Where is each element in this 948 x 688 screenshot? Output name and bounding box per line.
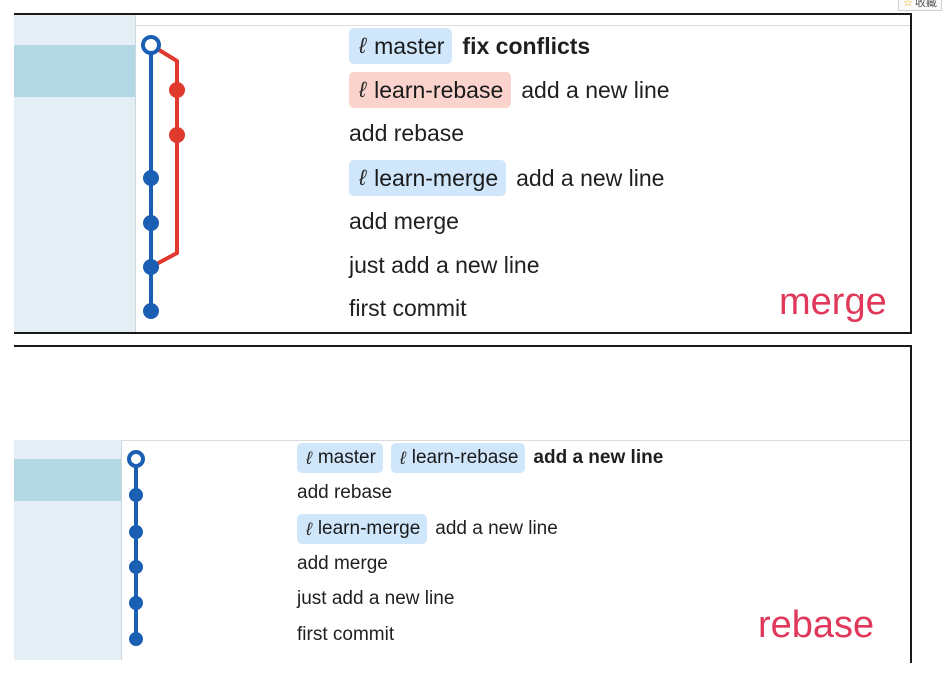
head-commit-node — [141, 35, 161, 55]
commit-row[interactable]: first commit — [349, 290, 467, 326]
sidebar — [14, 15, 136, 332]
commit-graph — [141, 35, 185, 319]
branch-tag[interactable]: ℓ learn-rebase — [349, 72, 512, 108]
branch-tag-label: learn-merge — [374, 164, 499, 191]
commit-message: add a new line — [516, 164, 665, 191]
rebase-caption: rebase — [758, 604, 875, 646]
commit-node — [169, 127, 185, 143]
commit-row[interactable]: just add a new line — [349, 247, 540, 283]
commit-row[interactable]: add rebase — [349, 115, 464, 151]
branch-icon: ℓ — [306, 447, 312, 468]
branch-icon: ℓ — [359, 77, 367, 102]
sidebar — [14, 440, 122, 660]
branch-icon: ℓ — [306, 518, 312, 539]
commit-node — [129, 632, 143, 646]
commit-row[interactable]: ℓ learn-merge add a new line — [349, 160, 664, 196]
favorite-badge[interactable]: ☆ 收藏 — [898, 0, 942, 11]
commit-message: first commit — [349, 294, 467, 321]
divider — [135, 25, 910, 26]
branch-icon: ℓ — [359, 33, 367, 58]
commit-row[interactable]: add rebase — [297, 478, 392, 508]
branch-tag-label: learn-rebase — [411, 447, 519, 468]
branch-tag-label: learn-merge — [317, 518, 421, 539]
commit-message: add a new line — [533, 447, 664, 468]
commit-node — [169, 82, 185, 98]
divider — [122, 440, 910, 441]
commit-row[interactable]: add merge — [297, 549, 388, 579]
commit-message: just add a new line — [349, 251, 540, 278]
commit-message: add a new line — [521, 76, 670, 103]
commit-message: fix conflicts — [462, 32, 591, 59]
head-commit-node — [127, 450, 145, 468]
commit-message: first commit — [297, 624, 395, 645]
branch-tag-label: learn-rebase — [374, 76, 504, 103]
branch-icon: ℓ — [359, 165, 367, 190]
merge-caption: merge — [779, 281, 887, 323]
commit-node — [143, 170, 159, 186]
branch-icon: ℓ — [399, 447, 406, 468]
rebase-branch-line — [149, 43, 179, 269]
commit-message: add rebase — [297, 482, 393, 503]
commit-row[interactable]: first commit — [297, 620, 394, 650]
commit-node — [143, 303, 159, 319]
commit-node — [143, 259, 159, 275]
commit-row[interactable]: ℓ learn-rebase add a new line — [349, 72, 670, 108]
favorite-label: 收藏 — [915, 0, 937, 9]
commit-node — [129, 525, 143, 539]
commit-node — [129, 560, 143, 574]
sidebar-selected-item[interactable] — [14, 45, 135, 97]
commit-node — [143, 215, 159, 231]
star-icon: ☆ — [903, 0, 913, 9]
branch-tag-label: master — [317, 447, 376, 468]
sidebar-selected-item[interactable] — [14, 459, 121, 501]
commit-message: add rebase — [349, 119, 465, 146]
commit-message: add merge — [297, 553, 388, 574]
commit-message: add merge — [349, 207, 459, 234]
branch-tag[interactable]: ℓ learn-merge — [349, 160, 507, 196]
commit-message: add a new line — [435, 518, 558, 539]
commit-row[interactable]: add merge — [349, 203, 459, 239]
commit-graph — [127, 450, 145, 646]
commit-node — [129, 488, 143, 502]
commit-message: just add a new line — [297, 588, 455, 609]
branch-tag-label: master — [374, 32, 445, 59]
commit-node — [129, 596, 143, 610]
commit-row[interactable]: just add a new line — [297, 584, 454, 614]
